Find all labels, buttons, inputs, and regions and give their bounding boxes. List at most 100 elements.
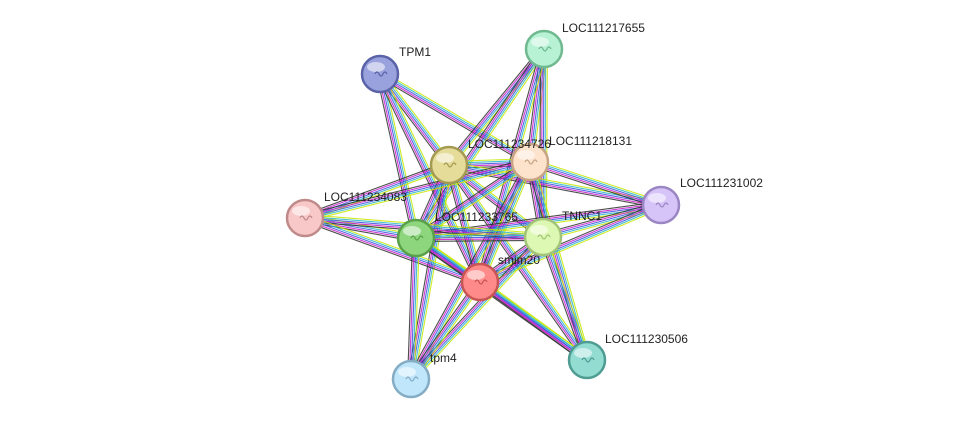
protein-structure-icon — [538, 46, 552, 52]
edge-LOC111218131-LOC111234083 — [304, 158, 531, 222]
node-label-LOC111234726: LOC111234726 — [468, 137, 551, 151]
edge-evidence-line — [413, 238, 420, 380]
node-circle[interactable] — [524, 29, 564, 69]
node-label-LOC111218131: LOC111218131 — [549, 134, 632, 148]
node-LOC111230506[interactable] — [567, 340, 607, 380]
edge-LOC111233765-tpm4 — [407, 237, 420, 380]
edge-evidence-line — [305, 163, 531, 221]
edge-TNNC1-tpm4 — [408, 234, 546, 382]
labels-layer: TPM1 LOC111217655LOC111234726LOC111218131… — [324, 21, 763, 365]
node-circle[interactable] — [396, 218, 436, 258]
edge-evidence-line — [446, 167, 542, 241]
node-highlight — [367, 62, 385, 72]
edge-evidence-line — [378, 76, 529, 166]
edge-evidence-line — [305, 166, 450, 221]
edge-evidence-line — [449, 162, 662, 204]
node-LOC111217655[interactable] — [524, 29, 564, 69]
edge-evidence-line — [481, 207, 663, 286]
edge-evidence-line — [540, 237, 586, 361]
node-LOC111234726[interactable] — [429, 145, 469, 185]
node-label-TPM1: TPM1 — [399, 45, 431, 59]
edge-evidence-line — [304, 158, 530, 216]
edge-evidence-line — [526, 48, 542, 162]
node-circle[interactable] — [360, 54, 400, 94]
edge-evidence-line — [379, 73, 417, 239]
node-smim20[interactable] — [460, 262, 500, 302]
node-circle[interactable] — [641, 185, 681, 225]
edge-evidence-line — [381, 73, 483, 282]
edge-evidence-line — [379, 73, 531, 163]
protein-structure-icon — [474, 279, 488, 285]
node-label-TNNC1: TNNC1 — [562, 209, 602, 223]
node-circle[interactable] — [460, 262, 500, 302]
edge-evidence-line — [408, 237, 415, 379]
edge-evidence-line — [382, 71, 453, 164]
node-circle[interactable] — [285, 198, 325, 238]
node-LOC111218131[interactable] — [510, 142, 550, 182]
edge-evidence-line — [481, 278, 590, 358]
node-LOC111231002[interactable] — [641, 185, 681, 225]
edge-LOC111233765-TNNC1 — [415, 233, 544, 242]
edge-evidence-line — [409, 235, 543, 379]
edge-evidence-line — [479, 281, 588, 361]
node-LOC111233765[interactable] — [396, 218, 436, 258]
node-label-LOC111230506: LOC111230506 — [605, 332, 688, 346]
node-highlight — [467, 270, 485, 280]
edge-evidence-line — [542, 48, 545, 238]
node-label-LOC111231002: LOC111231002 — [680, 176, 763, 190]
edge-evidence-line — [413, 165, 453, 380]
node-circle[interactable] — [567, 340, 607, 380]
node-label-LOC111217655: LOC111217655 — [562, 21, 645, 35]
edge-evidence-line — [447, 47, 544, 165]
edge-evidence-line — [477, 161, 529, 282]
edge-evidence-line — [412, 238, 419, 380]
edge-evidence-line — [413, 238, 546, 382]
edge-evidence-line — [376, 74, 414, 239]
edge-evidence-line — [305, 167, 451, 222]
node-LOC111234083[interactable] — [285, 198, 325, 238]
edge-evidence-line — [541, 201, 661, 235]
edge-evidence-line — [377, 74, 479, 283]
edge-evidence-line — [479, 161, 531, 283]
protein-structure-icon — [443, 162, 457, 168]
edge-evidence-line — [415, 233, 543, 236]
node-circle[interactable] — [391, 359, 431, 399]
node-circle[interactable] — [523, 217, 563, 257]
edge-evidence-line — [539, 237, 585, 362]
edge-evidence-line — [542, 236, 588, 361]
edge-evidence-line — [529, 163, 661, 208]
edge-evidence-line — [407, 279, 478, 378]
edge-evidence-line — [414, 47, 544, 238]
edge-evidence-line — [542, 204, 662, 238]
edge-evidence-line — [305, 164, 531, 222]
edge-TNNC1-LOC111230506 — [539, 235, 591, 362]
edge-evidence-line — [449, 161, 662, 203]
edge-LOC111218131-LOC111231002 — [528, 158, 663, 209]
node-circle[interactable] — [429, 145, 469, 185]
node-highlight — [517, 150, 535, 160]
edge-TPM1-LOC111218131 — [378, 70, 532, 166]
node-TPM1[interactable] — [360, 54, 400, 94]
node-TNNC1[interactable] — [523, 217, 563, 257]
edge-evidence-line — [545, 235, 591, 360]
edge-evidence-line — [379, 73, 481, 283]
protein-structure-icon — [374, 71, 388, 77]
edge-evidence-line — [416, 239, 544, 242]
edge-evidence-line — [414, 160, 530, 238]
node-tpm4[interactable] — [391, 359, 431, 399]
edge-evidence-line — [449, 49, 546, 167]
edge-evidence-line — [381, 70, 532, 160]
edge-evidence-line — [407, 237, 414, 379]
edge-evidence-line — [381, 73, 419, 238]
edge-evidence-line — [415, 236, 544, 239]
edge-evidence-line — [530, 158, 663, 203]
node-highlight — [436, 153, 454, 163]
protein-structure-icon — [581, 357, 595, 363]
edge-evidence-line — [482, 163, 534, 284]
edge-evidence-line — [448, 48, 545, 166]
protein-structure-icon — [655, 202, 669, 208]
node-label-LOC111234083: LOC111234083 — [324, 190, 407, 204]
edge-evidence-line — [528, 164, 661, 209]
node-highlight — [292, 206, 310, 216]
node-highlight — [648, 193, 666, 203]
